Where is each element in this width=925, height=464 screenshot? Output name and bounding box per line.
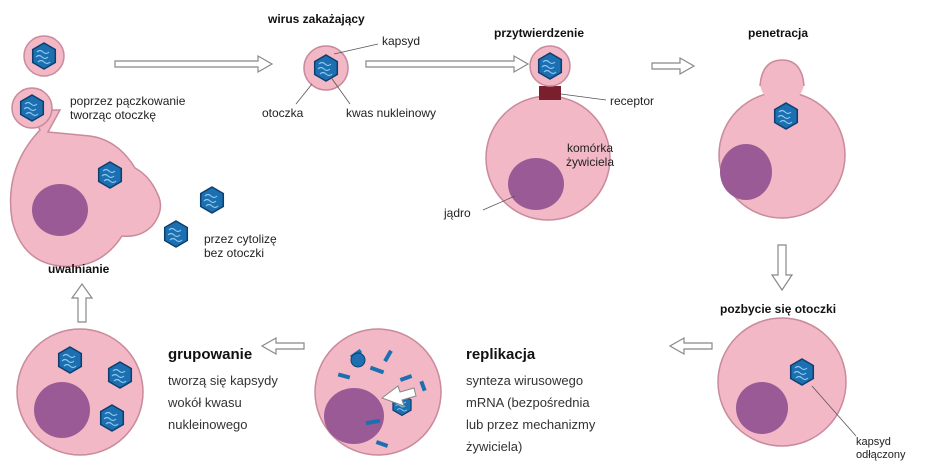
arrow-to-uncoating	[772, 245, 792, 290]
envelope-label: otoczka	[262, 106, 303, 120]
receptor-label: receptor	[610, 94, 654, 108]
attachment-title: przytwierdzenie	[494, 26, 584, 40]
penetration-title: penetracja	[748, 26, 808, 40]
infecting-virus-title: wirus zakażający	[268, 12, 365, 26]
budding-label: poprzez pączkowanie tworząc otoczkę	[70, 94, 185, 122]
uncoating-cell	[718, 318, 856, 446]
capsid-label: kapsyd	[382, 34, 420, 48]
lysis-capsid	[165, 221, 188, 247]
budding-virion-capsid	[21, 95, 44, 121]
replication-title: replikacja	[466, 346, 535, 363]
replication-cell	[315, 329, 441, 455]
nucleus	[324, 388, 384, 444]
arrow-to-penetration	[652, 58, 694, 74]
host-cell-label: komórka żywiciela	[566, 141, 614, 169]
budded-virion-capsid	[33, 43, 56, 69]
replication-description: synteza wirusowego mRNA (bezpośrednia lu…	[466, 370, 595, 458]
release-cell	[11, 110, 161, 266]
infecting-virus	[296, 44, 378, 104]
nucleic-acid-label: kwas nukleinowy	[346, 106, 436, 120]
nucleus	[32, 184, 88, 236]
attachment-cell	[483, 46, 610, 220]
arrow-to-attachment	[366, 56, 528, 72]
nucleus	[34, 382, 90, 438]
lysis-label: przez cytolizę bez otoczki	[204, 232, 277, 260]
receptor	[539, 86, 561, 100]
arrow-to-replication	[670, 338, 712, 354]
arrow-to-release	[72, 284, 92, 322]
penetration-cell	[719, 60, 845, 218]
arrow-to-assembly	[262, 338, 304, 354]
uncoating-title: pozbycie się otoczki	[720, 302, 836, 316]
assembly-description: tworzą się kapsydy wokół kwasu nukleinow…	[168, 370, 278, 436]
capsid-detached-label: kapsyd odłączony	[856, 436, 906, 462]
nucleus	[720, 144, 772, 200]
nucleus-label: jądro	[444, 206, 471, 220]
assembly-cell	[17, 329, 143, 455]
nucleus	[736, 382, 788, 434]
arrow-to-infecting-virus	[115, 56, 272, 72]
release-capsid	[99, 162, 122, 188]
lysis-capsid	[201, 187, 224, 213]
assembly-title: grupowanie	[168, 346, 252, 363]
nucleus	[508, 158, 564, 210]
release-title: uwalnianie	[48, 262, 109, 276]
